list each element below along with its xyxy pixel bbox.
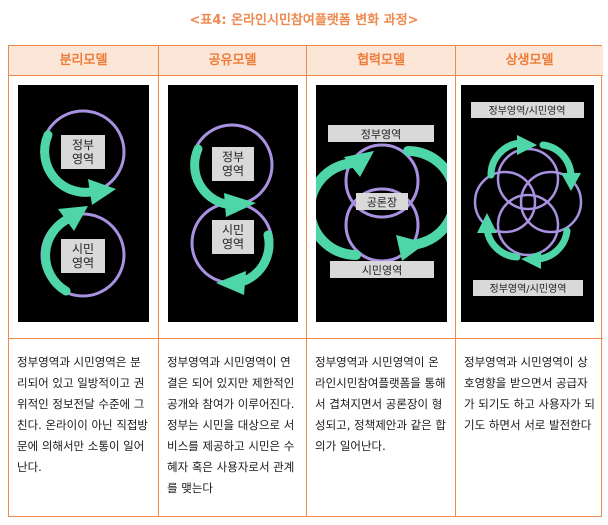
label-line: 정부 [222, 150, 244, 164]
citizen-arrowhead-icon [58, 206, 88, 231]
diagram-cell: 정부영역/시민영역 정부영역/시민영역 [456, 76, 603, 339]
label-line: 영역 [72, 256, 94, 270]
right-arrowhead-icon [561, 173, 581, 191]
column-coexistence-model: 상생모델 정부영역/시민영역 [455, 46, 603, 516]
label-line: 영역 [222, 237, 244, 251]
left-arrowhead-icon [477, 213, 497, 233]
column-header: 상생모델 [456, 46, 603, 76]
bottom-shared-label: 정부영역/시민영역 [490, 283, 567, 295]
table-caption: <표4: 온라인시민참여플랫폼 변화 과정> [189, 13, 419, 28]
column-description: 정부영역과 시민영역이 연결은 되어 있지만 제한적인 공개와 참여가 이루어진… [167, 355, 295, 495]
column-header: 공유모델 [159, 46, 306, 76]
column-header: 분리모델 [9, 46, 158, 76]
label-line: 시민 [222, 223, 244, 237]
government-arrowhead-icon [224, 193, 256, 217]
citizen-label: 시민영역 [362, 264, 402, 277]
citizen-arrowhead-icon [216, 271, 246, 295]
column-description: 정부영역과 시민영역은 분리되어 있고 일방적이고 권위적인 정보전달 수준에 … [17, 355, 149, 474]
right-arrowhead-icon [396, 235, 426, 261]
label-line: 영역 [72, 152, 94, 166]
bottom-arrowhead-icon [521, 251, 541, 269]
right-arrow-icon [539, 141, 575, 181]
right-arrow-icon [403, 146, 447, 250]
government-circle [344, 143, 420, 219]
bottom-arrow-icon [533, 227, 571, 263]
citizen-arrow-icon [41, 213, 75, 296]
left-arrowhead-icon [344, 151, 374, 177]
top-circle [496, 147, 560, 211]
government-label: 정부영역 [361, 128, 401, 141]
column-header: 협력모델 [307, 46, 455, 76]
left-circle [473, 170, 537, 234]
label-line: 영역 [222, 164, 244, 178]
label-line: 시민 [72, 242, 94, 256]
left-arrow-icon [316, 158, 361, 260]
diagram-cell: 정부영역 공론장 시민영역 [307, 76, 455, 339]
coexistence-diagram: 정부영역/시민영역 정부영역/시민영역 [461, 85, 594, 322]
column-description: 정부영역과 시민영역이 온라인시민참여플랫폼을 통해서 겹쳐지면서 공론장이 형… [315, 355, 447, 453]
label-line: 정부 [72, 138, 94, 152]
government-arrowhead-icon [88, 179, 116, 205]
government-arrow-icon [40, 130, 101, 197]
top-arrowhead-icon [517, 135, 537, 155]
public-sphere-label: 공론장 [367, 196, 397, 209]
cooperation-diagram: 정부영역 공론장 시민영역 [316, 85, 447, 322]
column-cooperation-model: 협력모델 정부영역 공론장 시민영역 정부영역과 [306, 46, 455, 516]
government-arrow-icon [190, 144, 237, 210]
column-description: 정부영역과 시민영역이 상호영향을 받으면서 공급자가 되기도 하고 사용자가 … [464, 355, 596, 432]
left-arrow-icon [483, 225, 521, 261]
bottom-circle [496, 193, 560, 257]
top-shared-label: 정부영역/시민영역 [489, 105, 566, 117]
right-circle [519, 170, 583, 234]
top-arrow-icon [487, 139, 525, 179]
